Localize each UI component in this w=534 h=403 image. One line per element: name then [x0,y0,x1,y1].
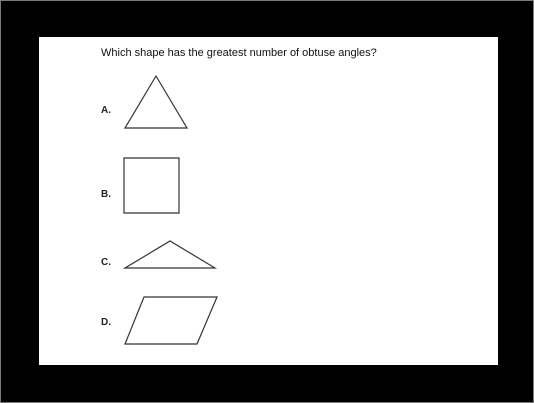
triangle-icon [123,74,189,131]
option-c[interactable]: C. [39,235,498,275]
option-d[interactable]: D. [39,295,498,345]
obtuse-triangle-icon [122,240,218,270]
square-icon [123,157,181,215]
option-b-label: B. [101,189,111,200]
option-c-label: C. [101,257,111,268]
question-text: Which shape has the greatest number of o… [101,47,377,59]
option-a[interactable]: A. [39,74,498,135]
option-d-label: D. [101,317,111,328]
option-b[interactable]: B. [39,155,498,215]
parallelogram-icon [124,296,218,346]
question-slide: Which shape has the greatest number of o… [39,37,498,365]
option-a-label: A. [101,105,111,116]
